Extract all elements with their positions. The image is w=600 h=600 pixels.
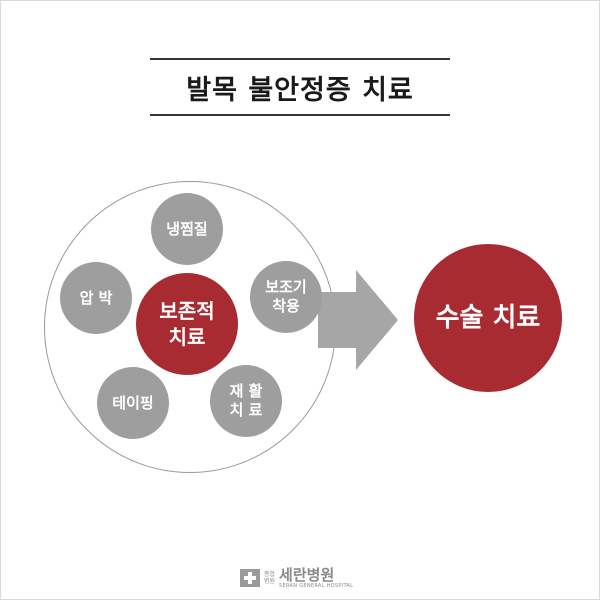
node-compression-label: 압 박 [79,288,113,307]
node-brace-line1: 보조기 [265,278,307,297]
center-line2: 치료 [168,325,206,349]
medical-cross-icon [240,569,260,587]
node-taping-label: 테이핑 [112,393,154,412]
hospital-logo: 종합 병원 세란병원 SERAN GENERAL HOSPITAL [240,567,353,589]
node-rehab-line2: 치 료 [229,401,263,419]
logo-name: 세란병원 [279,565,335,584]
node-rehab: 재 활 치 료 [210,365,282,437]
node-surgery-label: 수술 치료 [435,302,541,333]
node-brace-line2: 착용 [272,297,300,315]
node-cold-compress: 냉찜질 [151,193,223,265]
node-conservative-treatment-label: 보존적 치료 [159,298,214,350]
center-line1: 보존적 [159,299,215,323]
node-compression: 압 박 [60,262,132,334]
node-cold-compress-label: 냉찜질 [166,219,208,238]
right-arrow-icon [318,270,398,370]
node-brace-label: 보조기 착용 [265,278,306,316]
logo-small-line1: 종합 [264,570,276,578]
node-brace: 보조기 착용 [250,261,322,333]
node-rehab-label: 재 활 치 료 [230,382,263,420]
node-rehab-line1: 재 활 [229,382,263,401]
logo-english: SERAN GENERAL HOSPITAL [279,582,354,589]
title-box: 발목 불안정증 치료 [150,58,450,116]
node-surgery: 수술 치료 [414,244,562,392]
logo-small-text: 종합 병원 [264,570,276,585]
logo-text: 세란병원 SERAN GENERAL HOSPITAL [279,565,354,589]
page-title: 발목 불안정증 치료 [186,74,414,106]
logo-small-line2: 병원 [264,577,276,585]
node-taping: 테이핑 [97,367,169,439]
node-conservative-treatment: 보존적 치료 [136,273,238,375]
